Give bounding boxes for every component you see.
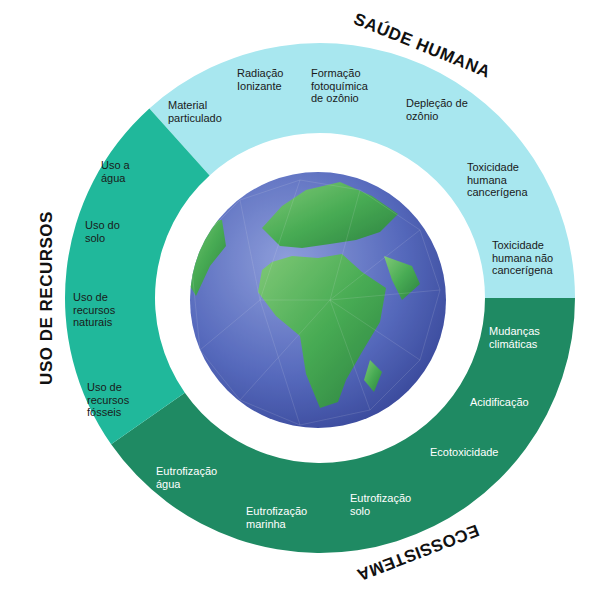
category-label: Formação fotoquímica de ozônio [311,67,379,105]
category-label: Mudanças climáticas [489,325,555,350]
category-label: Toxicidade humana cancerígena [467,161,533,199]
category-label: Material particulado [168,99,232,124]
category-label: Eutrofização marinha [246,505,318,530]
band-sector [65,108,210,444]
category-label: Eutrofização solo [350,492,420,517]
category-label: Uso a água [101,159,151,184]
category-label: Depleção de ozônio [406,97,468,122]
band-sector [111,298,575,553]
category-label: Uso de recursos fósseis [87,381,149,419]
category-label: Eutrofização água [156,465,228,490]
category-label: Toxicidade humana não cancerígena [492,239,558,277]
category-label: Radiação Ionizante [237,67,299,92]
category-label: Uso do solo [85,219,135,244]
category-label: Uso de recursos naturais [73,291,135,329]
category-label: Acidificação [470,396,550,409]
band-sector [149,43,575,298]
band-heading: USO DE RECURSOS [37,211,57,385]
category-label: Ecotoxicidade [430,446,514,459]
